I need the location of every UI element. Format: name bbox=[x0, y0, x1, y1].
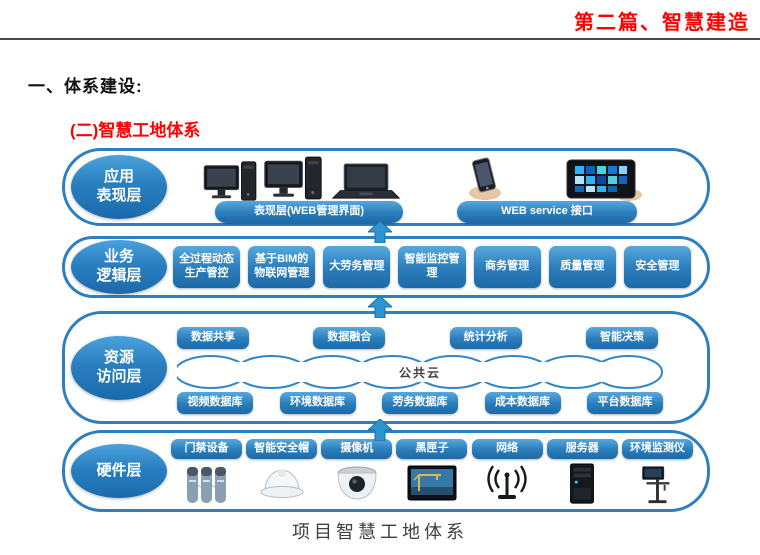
hardware-button: 黑匣子 bbox=[396, 439, 468, 459]
logic-button-row: 全过程动态 生产管控 基于BIM的 物联网管理 大劳务管理 智能监控管 理 商务… bbox=[173, 246, 691, 288]
web-service-button: WEB service 接口 bbox=[457, 201, 637, 223]
desktop-pc-icon bbox=[203, 160, 259, 209]
hardware-item: 服务器 bbox=[546, 439, 618, 506]
logic-button: 大劳务管理 bbox=[323, 246, 391, 288]
resource-bottom-row: 视频数据库 环境数据库 劳务数据库 成本数据库 平台数据库 bbox=[177, 392, 663, 414]
hardware-button: 门禁设备 bbox=[171, 439, 242, 459]
hardware-layer-band: 硬件层 门禁设备 智能安全帽 bbox=[62, 430, 710, 512]
cloud-label: 公共云 bbox=[398, 365, 441, 380]
database-button: 视频数据库 bbox=[177, 392, 253, 414]
logic-button: 基于BIM的 物联网管理 bbox=[248, 246, 316, 288]
database-button: 劳务数据库 bbox=[382, 392, 458, 414]
hardware-button: 摄像机 bbox=[321, 439, 393, 459]
section-heading: 一、体系建设: bbox=[28, 77, 143, 96]
public-cloud-shape: 公共云 bbox=[177, 354, 663, 390]
logic-button: 智能监控管 理 bbox=[398, 246, 466, 288]
logic-layer-label: 业务 逻辑层 bbox=[71, 240, 167, 294]
logic-button: 安全管理 bbox=[623, 246, 691, 288]
hardware-item: 摄像机 bbox=[321, 439, 393, 506]
logic-button: 商务管理 bbox=[473, 246, 541, 288]
app-layer-label: 应用 表现层 bbox=[71, 155, 167, 219]
resource-top-row: 数据共享 数据融合 统计分析 智能决策 bbox=[177, 327, 658, 349]
architecture-diagram: 应用 表现层 bbox=[62, 148, 710, 514]
hardware-button: 环境监测仪 bbox=[621, 439, 693, 459]
tablet-icon bbox=[563, 156, 643, 207]
database-button: 平台数据库 bbox=[587, 392, 663, 414]
hardware-item: 网络 bbox=[471, 439, 543, 506]
logic-button: 质量管理 bbox=[548, 246, 616, 288]
laptop-icon bbox=[331, 163, 403, 206]
app-layer-band: 应用 表现层 bbox=[62, 148, 710, 226]
section-subheading: (二)智慧工地体系 bbox=[70, 121, 201, 140]
resource-button: 数据融合 bbox=[313, 327, 386, 349]
hardware-item: 环境监测仪 bbox=[621, 439, 693, 506]
resource-layer-band: 资源 访问层 数据共享 数据融合 统计分析 智能决策 bbox=[62, 311, 710, 424]
logic-button: 全过程动态 生产管控 bbox=[173, 246, 241, 288]
env-monitor-icon bbox=[634, 462, 680, 506]
smartphone-icon bbox=[463, 155, 505, 206]
database-button: 环境数据库 bbox=[279, 392, 356, 414]
title-divider bbox=[0, 38, 760, 40]
black-box-icon bbox=[407, 462, 457, 506]
dome-camera-icon bbox=[334, 462, 380, 506]
web-ui-button: 表现层(WEB管理界面) bbox=[215, 201, 403, 223]
database-button: 成本数据库 bbox=[484, 392, 561, 414]
cloud-icon bbox=[177, 355, 663, 389]
hardware-row: 门禁设备 智能安全帽 bbox=[171, 439, 693, 506]
up-arrow-icon bbox=[366, 220, 394, 244]
hardware-button: 网络 bbox=[471, 439, 543, 459]
turnstile-icon bbox=[184, 462, 230, 506]
hardware-item: 黑匣子 bbox=[396, 439, 468, 506]
hardware-item: 门禁设备 bbox=[171, 439, 242, 506]
safety-helmet-icon bbox=[259, 462, 305, 506]
resource-button: 统计分析 bbox=[449, 327, 522, 349]
hardware-layer-label: 硬件层 bbox=[71, 444, 167, 498]
diagram-caption: 项目智慧工地体系 bbox=[292, 522, 468, 542]
logic-layer-band: 业务 逻辑层 全过程动态 生产管控 基于BIM的 物联网管理 大劳务管理 智能监… bbox=[62, 236, 710, 298]
page-title: 第二篇、智慧建造 bbox=[574, 12, 750, 34]
up-arrow-icon bbox=[366, 295, 394, 319]
wifi-antenna-icon bbox=[484, 462, 530, 506]
resource-button: 智能决策 bbox=[585, 327, 658, 349]
server-icon bbox=[567, 462, 597, 506]
resource-button: 数据共享 bbox=[177, 327, 249, 349]
up-arrow-icon bbox=[366, 418, 394, 442]
hardware-item: 智能安全帽 bbox=[246, 439, 318, 506]
hardware-button: 智能安全帽 bbox=[246, 439, 318, 459]
hardware-button: 服务器 bbox=[546, 439, 618, 459]
resource-layer-label: 资源 访问层 bbox=[71, 335, 167, 400]
desktop-pc-icon bbox=[263, 155, 325, 208]
